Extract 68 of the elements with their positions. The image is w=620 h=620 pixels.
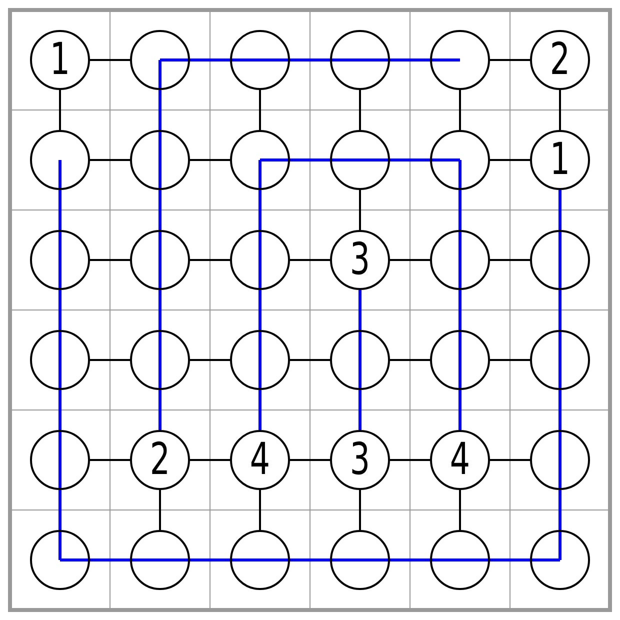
connector-line	[458, 390, 462, 430]
connector-line	[158, 390, 162, 430]
connector-line	[158, 90, 162, 130]
connector-line	[359, 490, 361, 530]
connector-line	[90, 459, 130, 461]
connector-line	[490, 159, 530, 161]
connector-line	[290, 259, 330, 261]
connector-line	[58, 490, 62, 530]
connector-line	[559, 90, 561, 130]
connector-line	[258, 390, 262, 430]
connector-line	[58, 390, 62, 430]
connector-line	[90, 159, 130, 161]
connector-line	[190, 259, 230, 261]
connector-line	[259, 490, 261, 530]
connector-line	[558, 490, 562, 530]
connector-line	[390, 158, 430, 162]
clue-number: 3	[350, 438, 370, 482]
clue-number: 4	[250, 438, 270, 482]
connector-line	[158, 290, 162, 330]
connector-line	[58, 290, 62, 330]
connector-line	[458, 290, 462, 330]
connector-line	[390, 58, 430, 62]
connector-line	[458, 190, 462, 230]
connector-line	[490, 459, 530, 461]
connector-line	[158, 190, 162, 230]
connector-line	[490, 359, 530, 361]
connector-line	[58, 190, 62, 230]
connector-line	[190, 459, 230, 461]
connector-line	[259, 90, 261, 130]
connector-line	[358, 390, 362, 430]
connector-line	[90, 259, 130, 261]
connector-line	[558, 190, 562, 230]
connector-line	[358, 290, 362, 330]
connector-line	[490, 558, 530, 562]
connector-line	[290, 459, 330, 461]
connector-line	[490, 59, 530, 61]
connector-line	[90, 558, 130, 562]
connector-line	[290, 558, 330, 562]
connector-line	[190, 359, 230, 361]
clue-number: 3	[350, 238, 370, 282]
connector-line	[190, 58, 230, 62]
connector-line	[359, 90, 361, 130]
connector-line	[290, 359, 330, 361]
connector-line	[558, 290, 562, 330]
clue-number: 2	[550, 38, 570, 82]
connector-line	[159, 490, 161, 530]
connector-line	[59, 90, 61, 130]
connector-line	[290, 158, 330, 162]
connector-line	[459, 490, 461, 530]
connector-line	[258, 190, 262, 230]
connector-line	[390, 459, 430, 461]
clue-number: 1	[550, 138, 570, 182]
clue-number: 2	[150, 438, 170, 482]
connector-line	[390, 359, 430, 361]
connector-line	[290, 58, 330, 62]
connector-line	[258, 290, 262, 330]
connector-line	[490, 259, 530, 261]
connector-line	[390, 558, 430, 562]
connector-line	[190, 558, 230, 562]
connector-line	[558, 390, 562, 430]
connector-line	[390, 259, 430, 261]
connector-line	[190, 159, 230, 161]
clue-number: 1	[50, 38, 70, 82]
clue-number: 4	[450, 438, 470, 482]
connector-line	[90, 359, 130, 361]
connector-line	[90, 59, 130, 61]
connector-line	[459, 90, 461, 130]
connector-line	[359, 190, 361, 230]
